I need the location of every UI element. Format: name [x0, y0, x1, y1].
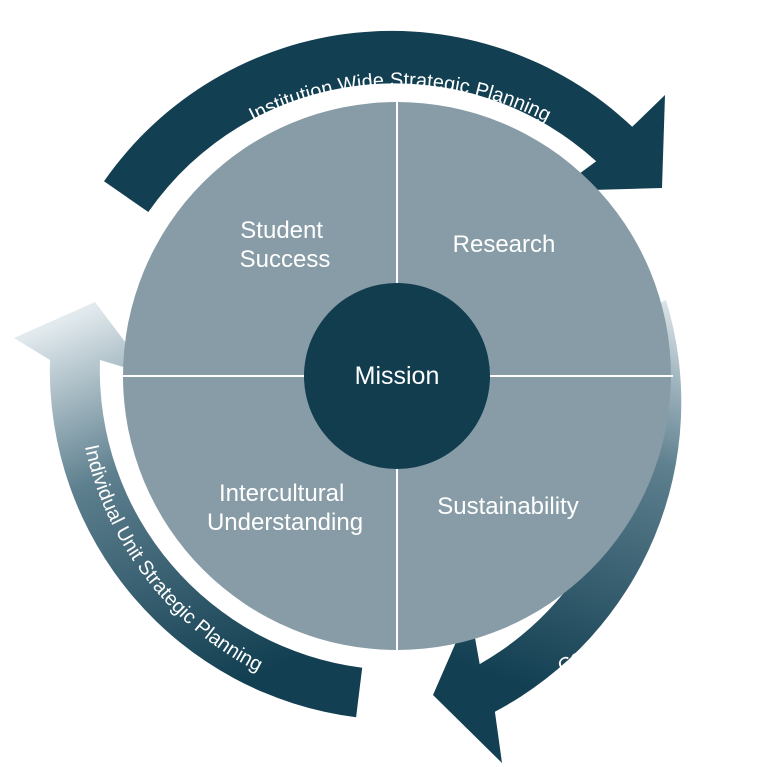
student-success-label: Student Success [240, 217, 331, 273]
quadrant-intercultural-understanding [123, 376, 397, 650]
research-label: Research [453, 231, 556, 258]
mission-label: Mission [355, 362, 440, 390]
quadrant-sustainability [397, 376, 671, 650]
left-cycle-arrow [14, 302, 363, 718]
intercultural-understanding-label: Intercultural Understanding [207, 480, 363, 536]
sustainability-line-1: Sustainability [437, 493, 578, 520]
student-success-line-1: Student [240, 217, 323, 244]
intercultural-line-1: Intercultural [219, 480, 344, 507]
quadrant-student-success [123, 102, 397, 376]
student-success-line-2: Success [240, 246, 331, 273]
intercultural-line-2: Understanding [207, 509, 363, 536]
sustainability-label: Sustainability [437, 493, 578, 520]
quadrant-research [397, 102, 671, 376]
quadrant-wheel [121, 100, 673, 652]
mission-circle [304, 283, 490, 469]
top-cycle-arrow [104, 30, 665, 213]
research-line-1: Research [453, 231, 556, 258]
